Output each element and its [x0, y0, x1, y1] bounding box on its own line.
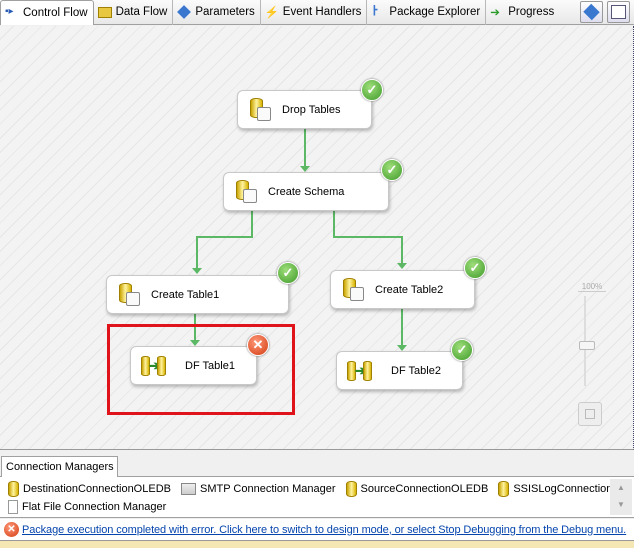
tab-event-handlers[interactable]: ⚡Event Handlers	[261, 0, 368, 25]
link-schema-to-table2	[333, 211, 403, 266]
sql-task-icon	[117, 282, 141, 308]
zoom-control: 100%	[578, 282, 606, 432]
success-icon: ✓	[277, 262, 299, 284]
error-highlight-box	[107, 324, 295, 415]
tab-progress[interactable]: ➔Progress	[490, 6, 555, 19]
task-create-schema[interactable]: Create Schema	[223, 172, 389, 211]
arrowhead	[397, 345, 407, 351]
control-flow-icon: ▪▸	[5, 5, 14, 17]
database-icon	[345, 481, 357, 497]
arrowhead	[300, 166, 310, 172]
toolbox-button[interactable]	[607, 1, 630, 23]
connection-flat-file[interactable]: Flat File Connection Manager	[8, 500, 166, 514]
arrowhead	[397, 263, 407, 269]
database-icon	[8, 481, 19, 497]
arrowhead	[192, 268, 202, 274]
precedence-constraints	[190, 129, 407, 351]
arrow-icon: ➔	[490, 7, 500, 19]
connection-smtp[interactable]: SMTP Connection Manager	[180, 483, 336, 495]
lightning-icon: ⚡	[264, 7, 279, 19]
zoom-slider-thumb[interactable]	[579, 341, 595, 350]
success-icon: ✓	[464, 257, 486, 279]
connection-managers-panel: DestinationConnectionOLEDB SMTP Connecti…	[0, 476, 634, 518]
task-drop-tables[interactable]: Drop Tables	[237, 90, 372, 129]
tree-icon: ┣	[371, 5, 378, 16]
data-flow-icon	[97, 6, 112, 18]
connection-row: Flat File Connection Manager	[8, 498, 608, 516]
tab-control-flow[interactable]: ▪▸Control Flow	[0, 0, 94, 25]
link-schema-to-table1	[196, 211, 253, 271]
arrowhead	[190, 340, 200, 346]
tab-data-flow[interactable]: Data Flow	[94, 0, 174, 25]
toolbox-icon	[611, 5, 626, 19]
error-icon: ✕	[4, 522, 19, 537]
task-df-table2[interactable]: ➔DF Table2	[336, 351, 463, 390]
task-create-table1[interactable]: Create Table1	[106, 275, 289, 314]
bottom-strip	[0, 541, 634, 548]
zoom-label: 100%	[578, 282, 606, 292]
connection-ssislog[interactable]: SSISLogConnection	[498, 481, 612, 497]
parameters-icon	[177, 5, 192, 19]
status-bar: ✕ Package execution completed with error…	[0, 519, 634, 541]
database-icon	[498, 481, 510, 497]
data-flow-task-icon: ➔	[141, 353, 166, 379]
variables-button[interactable]	[580, 1, 603, 23]
connection-destination-oledb[interactable]: DestinationConnectionOLEDB	[8, 481, 171, 497]
sql-task-icon	[234, 179, 258, 205]
variables-icon	[583, 3, 600, 21]
task-create-table2[interactable]: Create Table2	[330, 270, 475, 309]
designer-tabs: ▪▸Control Flow Data Flow Parameters ⚡Eve…	[0, 0, 634, 25]
fit-icon	[585, 409, 595, 419]
connection-row: DestinationConnectionOLEDB SMTP Connecti…	[8, 480, 612, 498]
control-flow-canvas[interactable]: Drop Tables ✓ Create Schema ✓ Create Tab…	[0, 26, 634, 450]
success-icon: ✓	[451, 339, 473, 361]
connection-scrollbar[interactable]: ▲▼	[610, 479, 632, 515]
flat-file-icon	[8, 500, 18, 514]
task-df-table1[interactable]: ➔DF Table1	[130, 346, 257, 385]
error-icon: ✕	[247, 334, 269, 356]
connection-source-oledb[interactable]: SourceConnectionOLEDB	[345, 481, 488, 497]
success-icon: ✓	[381, 159, 403, 181]
smtp-icon	[180, 483, 196, 495]
tab-package-explorer[interactable]: ┣Package Explorer	[367, 0, 487, 25]
tab-connection-managers[interactable]: Connection Managers	[1, 456, 118, 477]
switch-to-design-mode-link[interactable]: Package execution completed with error. …	[22, 523, 627, 536]
zoom-to-fit-button[interactable]	[578, 402, 602, 426]
sql-task-icon	[248, 97, 272, 123]
data-flow-task-icon: ➔	[347, 358, 372, 384]
sql-task-icon	[341, 277, 365, 303]
tab-parameters[interactable]: Parameters	[173, 0, 261, 25]
success-icon: ✓	[361, 79, 383, 101]
